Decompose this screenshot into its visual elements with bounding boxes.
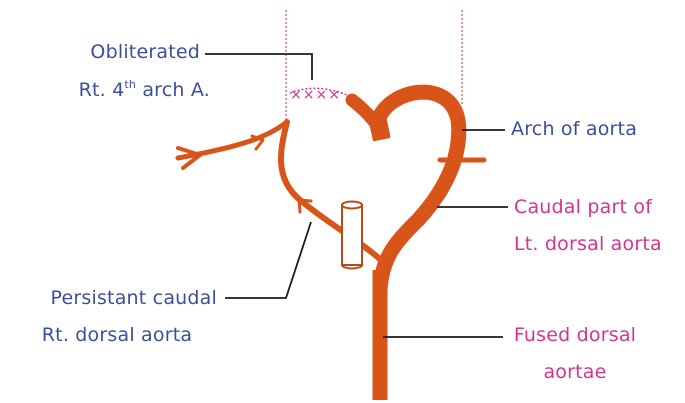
label-fused-line2: aortae [495,360,655,384]
label-arch-of-aorta: Arch of aorta [511,117,637,141]
label-obliterated-pre: Rt. 4 [79,79,125,101]
label-obliterated-post: arch A. [136,79,210,101]
ligature-marks-icon: ×××× [290,87,341,103]
label-caudal-part-line1: Caudal part of [514,195,652,219]
leader-persistant [225,222,311,298]
label-persistant-line2: Rt. dorsal aorta [22,323,212,347]
label-obliterated-sup: th [124,78,136,91]
label-fused-line1: Fused dorsal [495,323,655,347]
label-persistant-line1: Persistant caudal [51,286,218,310]
flow-arrow-branch [252,136,263,149]
label-caudal-part-line2: Lt. dorsal aorta [514,232,662,256]
arch-of-aorta-vessel [378,92,459,290]
label-obliterated-line1: Obliterated [90,40,200,64]
label-obliterated-line2: Rt. 4th arch A. [79,78,210,102]
cylinder-icon [342,202,362,269]
right-dorsal-aorta-vessel [281,122,383,262]
leader-obliterated [205,54,312,80]
